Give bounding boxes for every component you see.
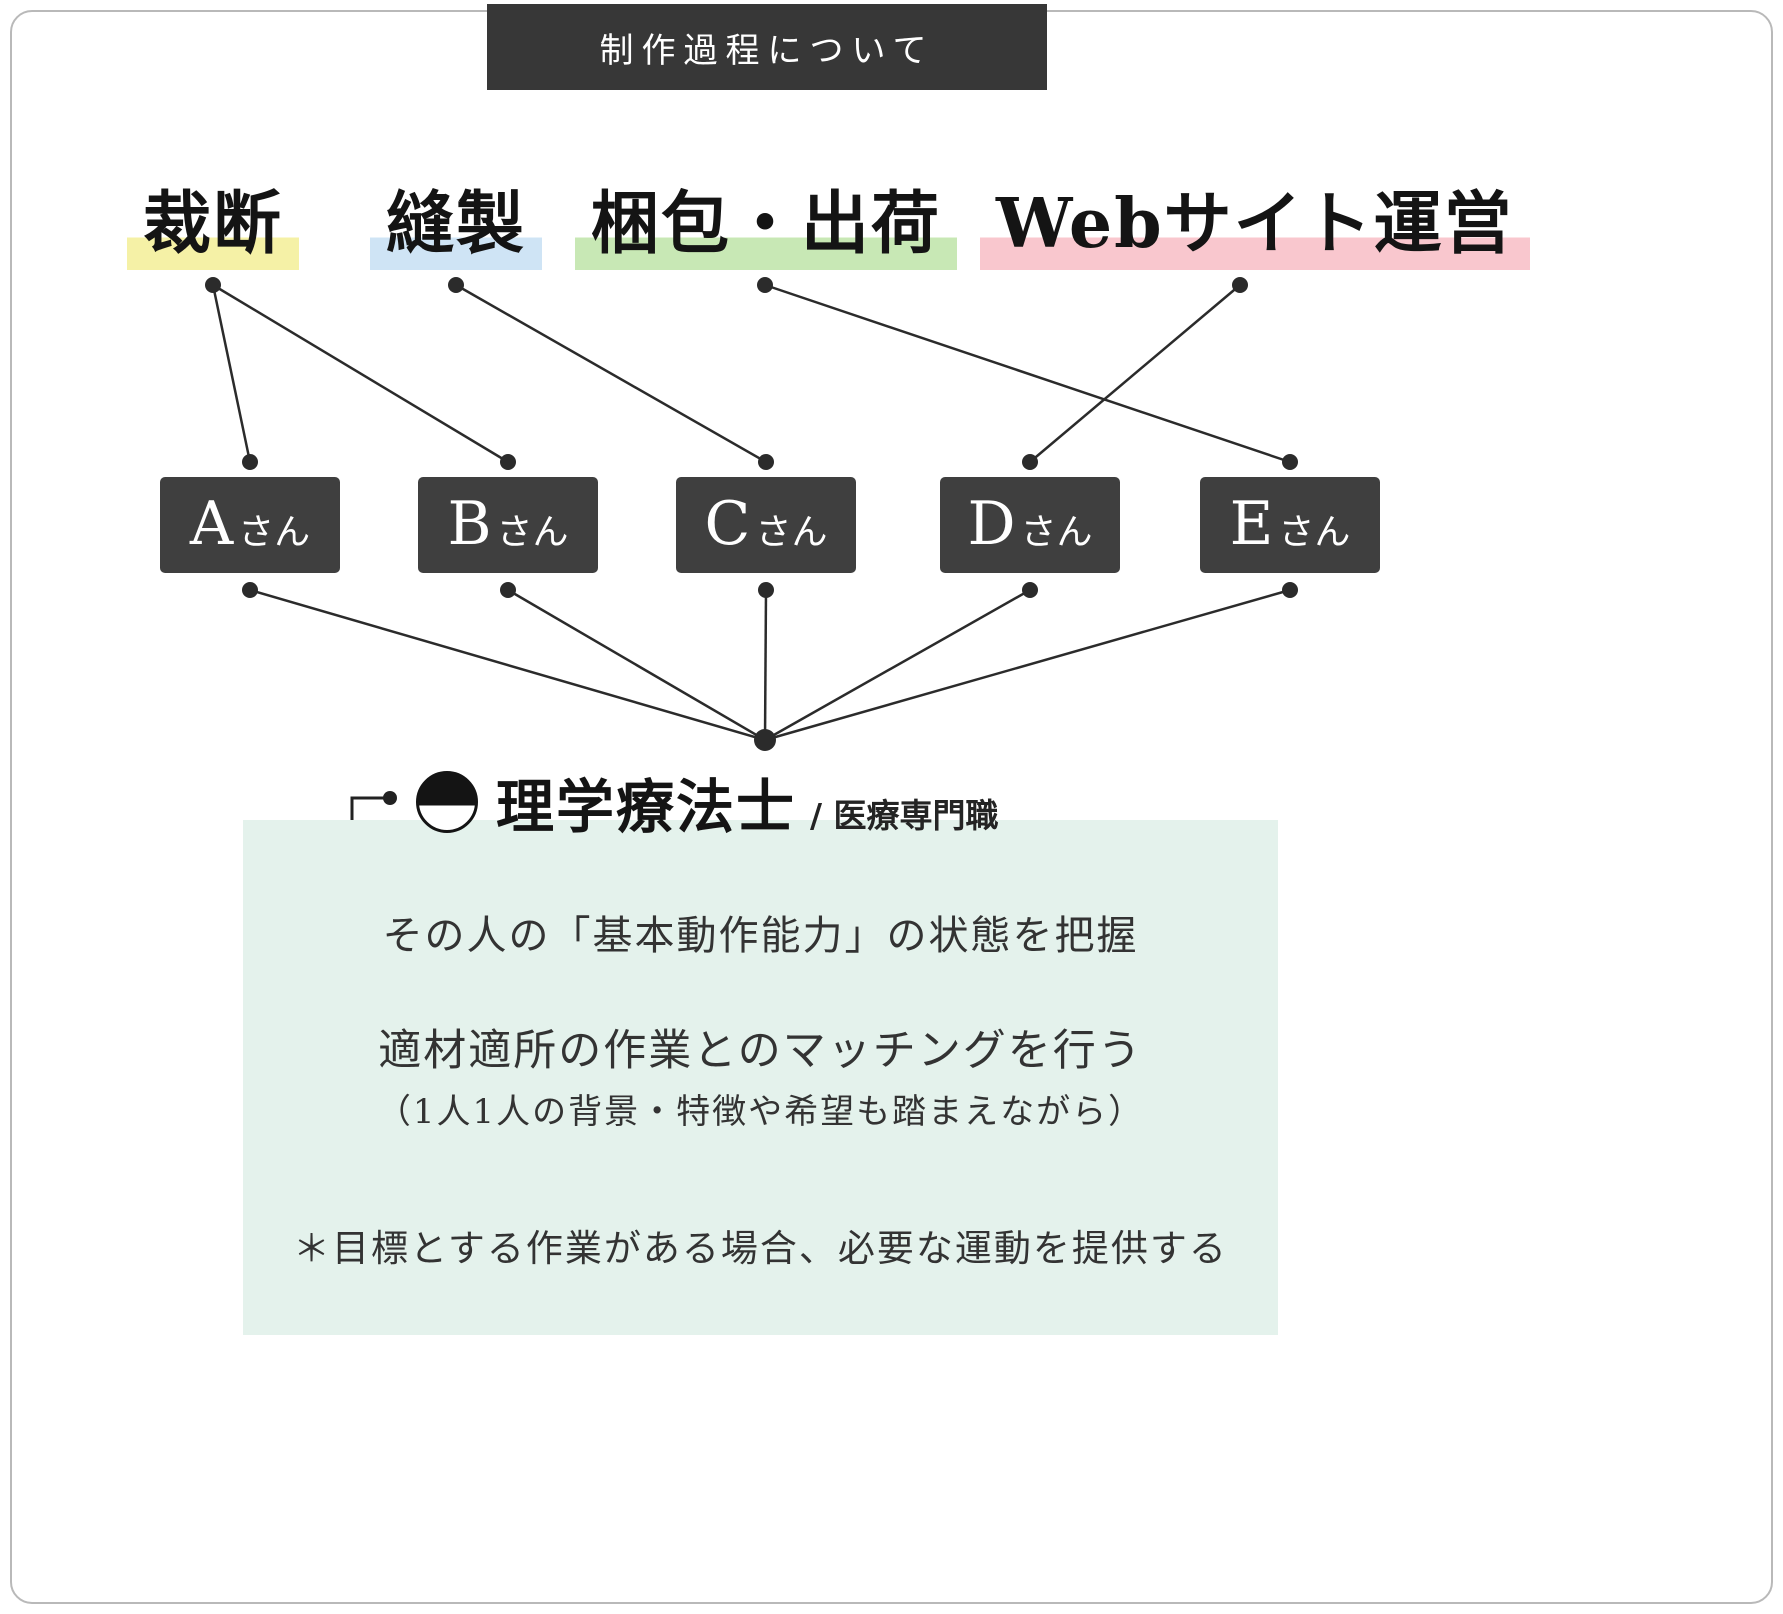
edge-task-to-worker xyxy=(455,283,767,464)
edge-task-to-worker xyxy=(212,283,509,464)
worker-letter: A xyxy=(189,489,234,559)
edge-task-to-worker xyxy=(1029,284,1241,463)
worker-letter: D xyxy=(967,489,1016,559)
worker-top-dot xyxy=(242,454,258,470)
therapist-title: 理学療法士 xyxy=(496,773,797,841)
worker-top-dot xyxy=(1282,454,1298,470)
therapist-text: 理学療法士 / 医療専門職 xyxy=(496,760,999,844)
task-label-website-operation: Webサイト運営 xyxy=(980,168,1530,270)
page-title: 制作過程について xyxy=(599,30,935,71)
description-panel xyxy=(243,820,1278,1335)
edge-worker-to-hub xyxy=(763,589,768,741)
worker-bottom-dot xyxy=(1282,582,1298,598)
task-dot xyxy=(1232,277,1248,293)
task-dot xyxy=(205,277,221,293)
worker-letter: B xyxy=(447,489,492,559)
worker-suffix: さん xyxy=(1278,512,1351,553)
worker-letter: E xyxy=(1229,489,1274,559)
worker-suffix: さん xyxy=(755,512,828,553)
worker-suffix: さん xyxy=(238,512,311,553)
worker-suffix: さん xyxy=(1020,512,1093,553)
worker-top-dot xyxy=(758,454,774,470)
note-matching: 適材適所の作業とのマッチングを行う xyxy=(378,1026,1143,1076)
task-label-text: Webサイト運営 xyxy=(980,184,1530,270)
worker-top-dot xyxy=(1022,454,1038,470)
task-label-cutting: 裁断 xyxy=(88,168,338,270)
task-label-text: 縫製 xyxy=(369,184,542,270)
note-grasp: その人の「基本動作能力」の状態を把握 xyxy=(382,913,1139,959)
edge-worker-to-hub xyxy=(249,588,766,742)
pointer-dot xyxy=(383,791,397,805)
title-banner: 制作過程について xyxy=(487,4,1047,90)
edge-task-to-worker xyxy=(764,283,1291,464)
worker-bottom-dot xyxy=(758,582,774,598)
task-label-text: 裁断 xyxy=(126,184,299,270)
task-label-sewing: 縫製 xyxy=(331,168,581,270)
note-footnote: ＊目標とする作業がある場合、必要な運動を提供する xyxy=(293,1227,1228,1270)
hub-dot xyxy=(754,729,776,751)
task-dot xyxy=(448,277,464,293)
worker-bottom-dot xyxy=(242,582,258,598)
edge-task-to-worker xyxy=(211,284,252,463)
worker-suffix: さん xyxy=(496,512,569,553)
therapist-subtitle: / 医療専門職 xyxy=(810,796,999,835)
worker-bottom-dot xyxy=(1022,582,1038,598)
edge-worker-to-hub xyxy=(507,588,766,742)
worker-top-dot xyxy=(500,454,516,470)
therapist-row: 理学療法士 / 医療専門職 xyxy=(416,760,999,844)
task-label-packing-shipping: 梱包・出荷 xyxy=(575,168,958,270)
worker-letter: C xyxy=(704,489,751,559)
edge-worker-to-hub xyxy=(764,588,1291,742)
half-circle-icon xyxy=(416,771,478,833)
worker-bottom-dot xyxy=(500,582,516,598)
note-matching-sub: （1人1人の背景・特徴や希望も踏まえながら） xyxy=(376,1092,1145,1132)
task-label-text: 梱包・出荷 xyxy=(575,184,958,270)
task-dot xyxy=(757,277,773,293)
edge-worker-to-hub xyxy=(764,588,1031,742)
